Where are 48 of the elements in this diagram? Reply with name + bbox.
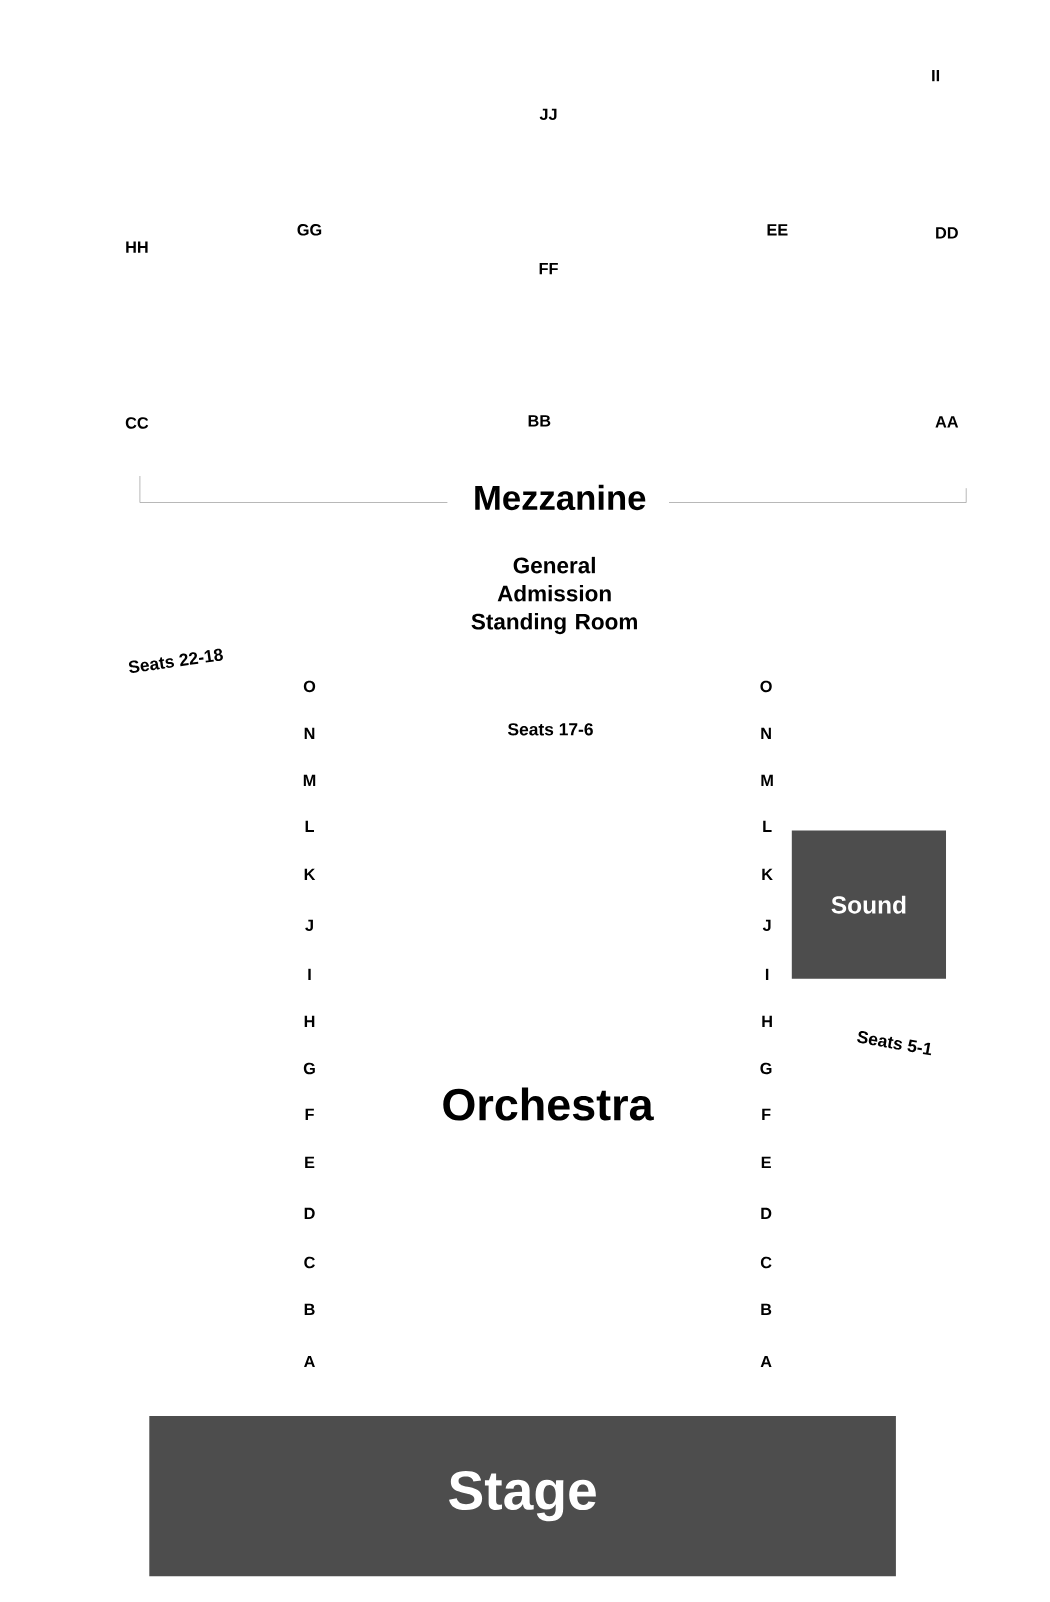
row-letter: D [761, 1207, 772, 1219]
row-letter: F [305, 1108, 314, 1120]
row-letter: M [303, 774, 316, 786]
row-letter: M [761, 774, 773, 786]
row-letter: HH [126, 241, 148, 253]
row-letter: N [761, 727, 771, 739]
row-letter: C [304, 1256, 315, 1269]
row-letter: E [305, 1156, 315, 1168]
seat-range-label: Seats 5-1 [857, 1031, 932, 1056]
row-letter: J [762, 919, 771, 932]
row-letter: C [760, 1256, 772, 1269]
row-letter: I [308, 968, 311, 980]
row-letter: K [304, 868, 316, 880]
section-label: Mezzanine [475, 484, 646, 511]
row-letter: O [760, 680, 772, 693]
row-letter: G [303, 1062, 315, 1075]
row-letter: FF [539, 263, 558, 275]
row-letter: O [303, 680, 316, 693]
row-letter: GG [297, 224, 322, 236]
row-letter: EE [767, 224, 788, 236]
row-letter: N [304, 727, 315, 739]
section-label: Orchestra [443, 1087, 654, 1121]
sound-booth: Sound [791, 830, 946, 979]
row-letter: A [760, 1355, 772, 1368]
row-letter: F [762, 1108, 771, 1120]
row-letter: E [761, 1156, 771, 1168]
row-letter: B [304, 1303, 315, 1315]
row-letter: K [762, 868, 773, 880]
row-letter: A [304, 1355, 315, 1368]
row-letter: II [932, 70, 940, 82]
row-letter: L [763, 820, 772, 832]
row-letter: I [765, 968, 769, 980]
row-letter: H [304, 1015, 315, 1027]
row-letter: H [762, 1015, 772, 1027]
row-letter: CC [125, 417, 149, 429]
row-letter: D [304, 1207, 315, 1219]
row-letter: G [760, 1062, 772, 1075]
row-letter: BB [528, 415, 551, 427]
seat-range-label: Seats 22-18 [128, 648, 223, 673]
row-letter: L [305, 820, 314, 832]
seat-range-label: Seats 17-6 [507, 723, 593, 736]
row-letter: J [305, 919, 313, 932]
area-label: General Admission Standing Room [471, 556, 637, 635]
row-letter: B [761, 1303, 772, 1315]
row-letter: JJ [539, 108, 557, 121]
stage-block: Stage [149, 1415, 896, 1577]
row-letter: DD [936, 227, 958, 239]
row-letter: AA [935, 416, 959, 428]
